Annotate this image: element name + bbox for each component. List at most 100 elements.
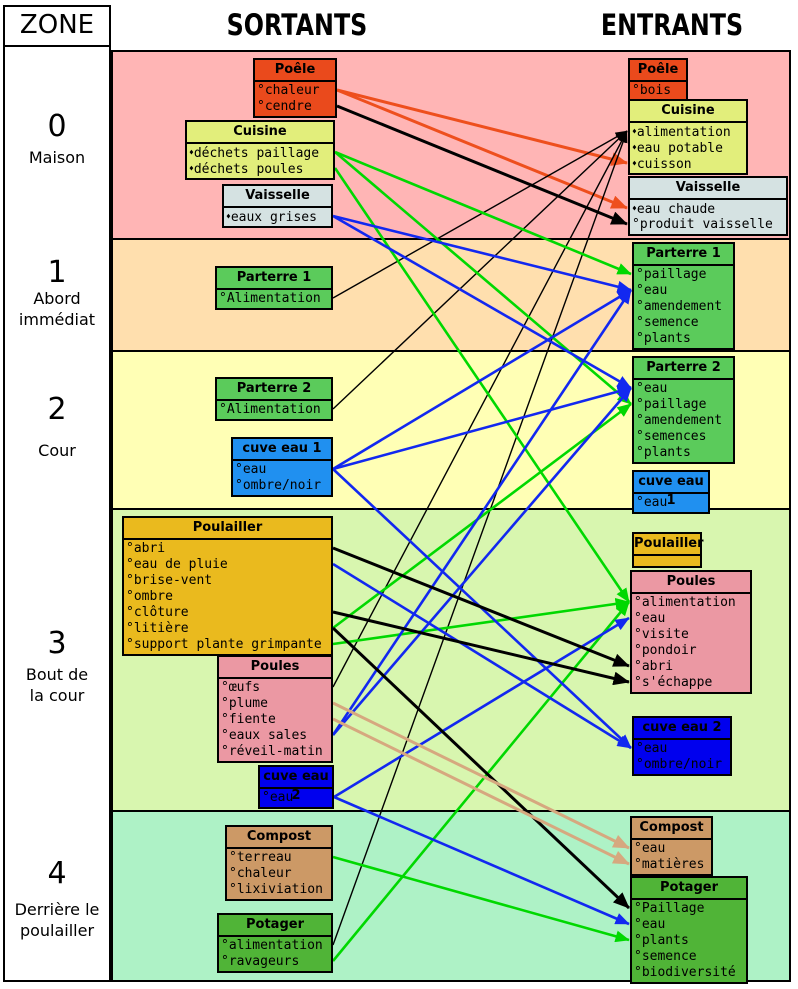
entrants-column-title: ENTRANTS	[600, 8, 744, 42]
item-label: chaleur	[264, 83, 320, 98]
node-e-cuveeau2-title: cuve eau 2	[634, 718, 730, 740]
node-s-potager: Potager°alimentation°ravageurs	[217, 913, 333, 973]
node-s-poulailler-item-0: °abri	[124, 541, 331, 557]
node-e-parterre1: Parterre 1°paillage°eau°amendement°semen…	[632, 242, 735, 350]
node-s-parterre2-item-0: °Alimentation	[217, 402, 331, 418]
node-s-poele-title: Poêle	[255, 60, 335, 82]
item-label: eau	[643, 283, 668, 298]
circle-bullet-icon: °	[126, 637, 134, 652]
node-s-poules-item-0: °œufs	[219, 680, 331, 696]
item-label: abri	[641, 659, 674, 674]
circle-bullet-icon: °	[636, 299, 644, 314]
node-e-potager-item-0: °Paillage	[632, 901, 746, 917]
circle-bullet-icon: °	[634, 901, 642, 916]
circle-bullet-icon: °	[636, 381, 644, 396]
item-label: cendre	[264, 99, 312, 114]
node-e-parterre1-item-0: °paillage	[634, 267, 733, 283]
node-s-poele: Poêle°chaleur°cendre	[253, 58, 337, 118]
node-s-parterre1: Parterre 1°Alimentation	[215, 266, 333, 310]
node-e-cuveeau1: cuve eau 1°eau	[632, 470, 710, 514]
circle-bullet-icon: °	[126, 605, 134, 620]
circle-bullet-icon: °	[636, 397, 644, 412]
item-label: ombre/noir	[242, 478, 322, 493]
diamond-bullet-icon: ♦	[189, 148, 194, 157]
item-label: alimentation	[636, 125, 731, 140]
node-e-parterre1-item-3: °semence	[634, 315, 733, 331]
item-label: eau	[242, 462, 267, 477]
node-s-compost-body: °terreau°chaleur°lixiviation	[227, 849, 331, 899]
node-s-parterre1-item-0: °Alimentation	[217, 291, 331, 307]
node-e-poele-item-0: °bois	[630, 83, 686, 99]
node-s-poulailler-body: °abri°eau de pluie°brise-vent°ombre°clôt…	[124, 540, 331, 654]
item-label: abri	[133, 541, 166, 556]
node-s-poulailler-item-2: °brise-vent	[124, 573, 331, 589]
circle-bullet-icon: °	[221, 938, 229, 953]
circle-bullet-icon: °	[126, 621, 134, 636]
circle-bullet-icon: °	[636, 445, 644, 460]
circle-bullet-icon: °	[126, 573, 134, 588]
node-e-poules-item-2: °visite	[632, 627, 750, 643]
circle-bullet-icon: °	[634, 611, 642, 626]
node-s-cuveeau1-body: °eau°ombre/noir	[233, 461, 331, 495]
node-s-vaisselle-item-0: ♦eaux grises	[224, 209, 331, 225]
node-s-vaisselle-title: Vaisselle	[224, 186, 331, 208]
circle-bullet-icon: °	[636, 413, 644, 428]
circle-bullet-icon: °	[636, 315, 644, 330]
item-label: cuisson	[636, 157, 692, 172]
node-s-cuveeau2: cuve eau 2°eau	[258, 765, 334, 809]
circle-bullet-icon: °	[634, 627, 642, 642]
node-e-parterre1-item-2: °amendement	[634, 299, 733, 315]
item-label: chaleur	[236, 866, 292, 881]
node-e-parterre2-item-0: °eau	[634, 381, 733, 397]
node-s-cuveeau1-item-1: °ombre/noir	[233, 478, 331, 494]
node-s-poules-item-2: °fiente	[219, 712, 331, 728]
node-e-parterre2-item-2: °amendement	[634, 413, 733, 429]
zone-number-0: 0	[47, 109, 67, 144]
circle-bullet-icon: °	[229, 866, 237, 881]
node-e-cuisine-item-0: ♦alimentation	[630, 124, 746, 140]
item-label: eau chaude	[636, 202, 716, 217]
diamond-bullet-icon: ♦	[189, 164, 194, 173]
zone-number-2: 2	[47, 392, 67, 427]
node-e-poulailler-title: Poulailler	[634, 534, 704, 556]
circle-bullet-icon: °	[235, 462, 243, 477]
node-s-poulailler-item-3: °ombre	[124, 589, 331, 605]
node-s-compost-item-0: °terreau	[227, 850, 331, 866]
node-s-compost: Compost°terreau°chaleur°lixiviation	[225, 825, 333, 901]
zone-number-1: 1	[47, 255, 67, 290]
node-e-cuisine: Cuisine♦alimentation♦eau potable♦cuisson	[628, 99, 748, 175]
node-e-cuveeau2-item-1: °ombre/noir	[634, 757, 730, 773]
item-label: déchets paillage	[193, 146, 320, 161]
node-e-cuveeau1-body: °eau	[634, 494, 708, 512]
item-label: œufs	[228, 680, 261, 695]
circle-bullet-icon: °	[636, 267, 644, 282]
node-e-cuveeau2-item-0: °eau	[634, 741, 730, 757]
node-e-parterre1-item-1: °eau	[634, 283, 733, 299]
item-label: produit vaisselle	[639, 217, 773, 232]
item-label: semence	[643, 315, 699, 330]
node-s-poele-body: °chaleur°cendre	[255, 82, 335, 116]
node-s-poules-item-1: °plume	[219, 696, 331, 712]
node-s-parterre2: Parterre 2°Alimentation	[215, 377, 333, 421]
circle-bullet-icon: °	[634, 675, 642, 690]
item-label: Alimentation	[226, 291, 321, 306]
circle-bullet-icon: °	[221, 712, 229, 727]
node-s-potager-title: Potager	[219, 915, 331, 937]
node-e-parterre1-item-4: °plants	[634, 331, 733, 347]
node-s-poulailler-item-1: °eau de pluie	[124, 557, 331, 573]
item-label: ombre/noir	[643, 757, 723, 772]
node-e-compost: Compost°eau°matières	[630, 816, 713, 876]
item-label: plume	[228, 696, 268, 711]
item-label: clôture	[133, 605, 189, 620]
node-e-parterre2: Parterre 2°eau°paillage°amendement°semen…	[632, 356, 735, 464]
item-label: visite	[641, 627, 689, 642]
node-s-poules-title: Poules	[219, 657, 331, 679]
circle-bullet-icon: °	[634, 917, 642, 932]
sortants-column-title: SORTANTS	[226, 8, 368, 42]
node-s-poele-item-0: °chaleur	[255, 83, 335, 99]
node-e-vaisselle-item-1: °produit vaisselle	[630, 217, 786, 233]
item-label: bois	[639, 83, 672, 98]
node-s-cuisine-item-0: ♦déchets paillage	[187, 145, 333, 161]
